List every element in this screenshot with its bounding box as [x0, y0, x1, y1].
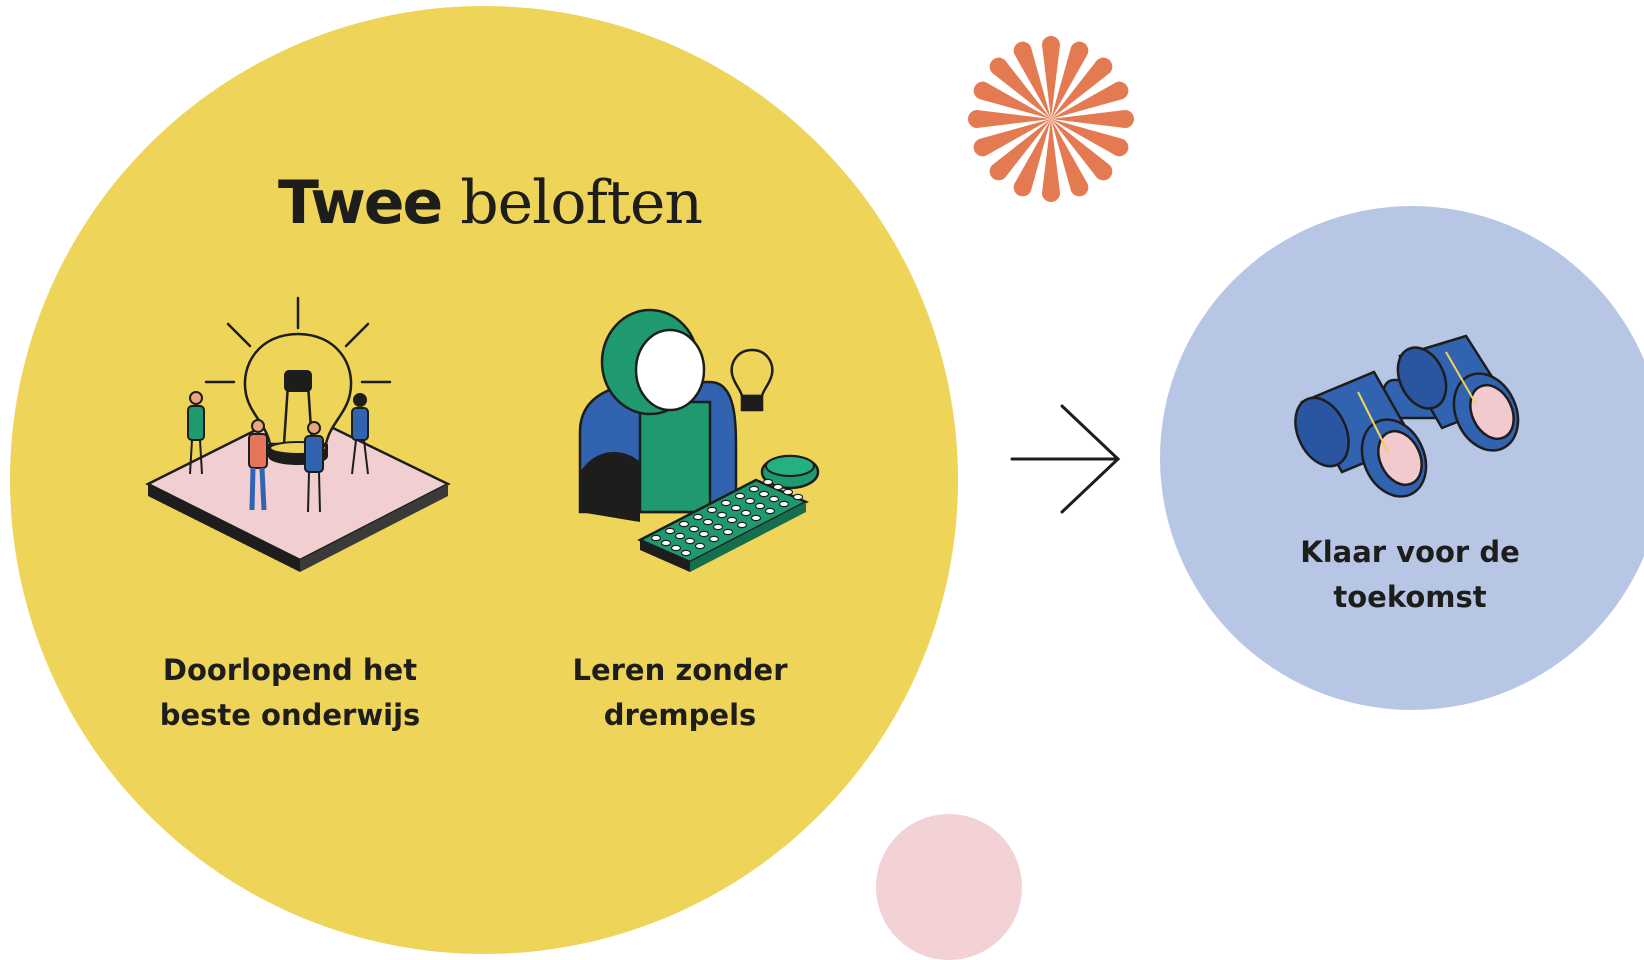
- result-label-line1: Klaar voor de: [1250, 530, 1570, 575]
- lightbulb-team-icon: [148, 298, 448, 598]
- result-label-line2: toekomst: [1250, 575, 1570, 620]
- sunburst-icon: [946, 14, 1156, 224]
- promise-label-line1: Doorlopend het: [110, 648, 470, 693]
- binoculars-icon: [1296, 332, 1532, 502]
- arrow-right-icon: [1010, 404, 1122, 514]
- promise-label-line1: Leren zonder: [500, 648, 860, 693]
- diagram-title: Twee beloften: [240, 168, 740, 238]
- promise-label-best-education: Doorlopend het beste onderwijs: [110, 648, 470, 738]
- promise-label-no-barriers: Leren zonder drempels: [500, 648, 860, 738]
- computer-learner-icon: [560, 312, 840, 582]
- title-light: beloften: [460, 168, 702, 238]
- result-label-future-ready: Klaar voor de toekomst: [1250, 530, 1570, 620]
- promise-label-line2: drempels: [500, 693, 860, 738]
- promise-label-line2: beste onderwijs: [110, 693, 470, 738]
- pink-dot: [876, 814, 1022, 960]
- title-bold: Twee: [278, 168, 441, 238]
